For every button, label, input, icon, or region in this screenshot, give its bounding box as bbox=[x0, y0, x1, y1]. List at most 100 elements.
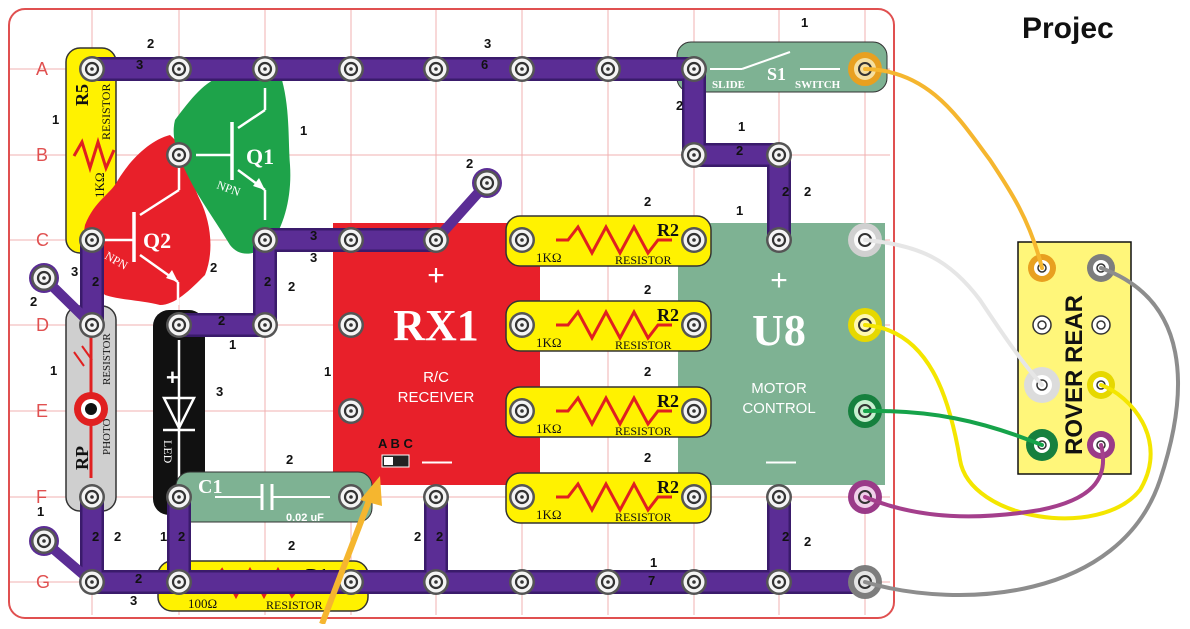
r5-desc: RESISTOR bbox=[99, 84, 113, 140]
s1-id: S1 bbox=[767, 64, 786, 84]
snap-label: 2 bbox=[676, 98, 683, 113]
row-labels: A B C D E F G bbox=[36, 59, 50, 592]
c1-value: 0.02 uF bbox=[286, 512, 324, 524]
r2-resistor-2: R2 1KΩ RESISTOR bbox=[505, 300, 712, 352]
snap-label: 3 bbox=[71, 264, 78, 279]
r2-4-id: R2 bbox=[657, 477, 679, 497]
snap-label: 2 bbox=[264, 274, 271, 289]
purple-wire bbox=[863, 443, 1106, 519]
snap-label: 2 bbox=[804, 534, 811, 549]
snap-label: 3 bbox=[484, 36, 491, 51]
snap-label: 1 bbox=[50, 363, 57, 378]
rx1-line2: RECEIVER bbox=[398, 389, 475, 406]
gray-wire bbox=[863, 266, 1180, 597]
r2-1-value: 1KΩ bbox=[536, 250, 562, 265]
s1-right: SWITCH bbox=[795, 79, 841, 91]
snap-label: 1 bbox=[324, 364, 331, 379]
u8-motor-control: + U8 MOTOR CONTROL — bbox=[678, 223, 885, 485]
snap-label: 2 bbox=[644, 364, 651, 379]
rp-photoresistor: RP PHOTO RESISTOR bbox=[65, 305, 117, 512]
r5-value: 1KΩ bbox=[92, 172, 107, 198]
snap-label: 1 bbox=[37, 504, 44, 519]
r1-value: 100Ω bbox=[188, 596, 217, 611]
base-grid-border bbox=[8, 8, 895, 619]
snap-label: 1 bbox=[52, 112, 59, 127]
white-wire bbox=[863, 238, 1044, 387]
r2-3-id: R2 bbox=[657, 391, 679, 411]
orange-wire bbox=[863, 67, 1044, 270]
snap-label: 1 bbox=[160, 529, 167, 544]
snap-label: 2 bbox=[92, 274, 99, 289]
jumper-wires bbox=[863, 67, 1180, 597]
green-wire bbox=[863, 408, 1044, 447]
row-label-c: C bbox=[36, 230, 49, 250]
u8-line2: CONTROL bbox=[742, 400, 815, 417]
snap-wires-fill bbox=[82, 59, 875, 592]
snap-label: 3 bbox=[310, 250, 317, 265]
row-label-b: B bbox=[36, 145, 48, 165]
snap-label: 1 bbox=[300, 123, 307, 138]
row-label-a: A bbox=[36, 59, 48, 79]
rover-rear-board: ROVER REAR bbox=[1017, 241, 1132, 475]
snap-label: 2 bbox=[644, 450, 651, 465]
u8-id: U8 bbox=[752, 306, 806, 355]
snap-label: 3 bbox=[216, 384, 223, 399]
rx1-receiver: + RX1 R/C RECEIVER A B C — bbox=[333, 223, 540, 485]
rover-label: ROVER REAR bbox=[1061, 295, 1088, 455]
q2-transistor: Q2 NPN bbox=[83, 135, 211, 305]
rx1-minus: — bbox=[422, 444, 452, 477]
r2-1-id: R2 bbox=[657, 220, 679, 240]
rx1-id: RX1 bbox=[393, 301, 479, 350]
u8-plus: + bbox=[770, 264, 788, 297]
u8-line1: MOTOR bbox=[751, 380, 807, 397]
snap-label: 2 bbox=[644, 282, 651, 297]
snap-label: 2 bbox=[286, 452, 293, 467]
d4-desc: LED bbox=[161, 440, 175, 464]
q1-transistor: Q1 NPN bbox=[173, 72, 291, 254]
r2-3-desc: RESISTOR bbox=[615, 424, 671, 438]
snap-label: 1 bbox=[801, 15, 808, 30]
r2-2-value: 1KΩ bbox=[536, 335, 562, 350]
snap-label: 2 bbox=[782, 184, 789, 199]
rx1-selector-label: A B C bbox=[378, 436, 414, 451]
snap-label: 3 bbox=[130, 593, 137, 608]
rp-id: RP bbox=[72, 446, 92, 470]
r2-4-desc: RESISTOR bbox=[615, 510, 671, 524]
snap-label: 1 bbox=[650, 555, 657, 570]
snap-label: 3 bbox=[310, 228, 317, 243]
snap-label: 2 bbox=[218, 313, 225, 328]
project-title: Projec bbox=[1022, 12, 1114, 45]
selector-arrow bbox=[319, 476, 382, 626]
snap-label: 6 bbox=[481, 57, 488, 72]
r2-2-id: R2 bbox=[657, 305, 679, 325]
r2-3-value: 1KΩ bbox=[536, 421, 562, 436]
snap-label: 2 bbox=[92, 529, 99, 544]
r2-resistor-3: R2 1KΩ RESISTOR bbox=[505, 386, 712, 438]
c1-id: C1 bbox=[198, 476, 222, 498]
snap-label: 2 bbox=[436, 529, 443, 544]
snap-label: 2 bbox=[736, 143, 743, 158]
s1-left: SLIDE bbox=[712, 79, 745, 91]
snap-label: 3 bbox=[136, 57, 143, 72]
q2-id: Q2 bbox=[143, 228, 171, 253]
row-label-e: E bbox=[36, 401, 48, 421]
row-label-f: F bbox=[36, 487, 47, 507]
r1-desc: RESISTOR bbox=[266, 598, 322, 612]
rx1-plus: + bbox=[427, 259, 445, 292]
snap-label: 2 bbox=[414, 529, 421, 544]
snap-label: 2 bbox=[288, 279, 295, 294]
row-label-d: D bbox=[36, 315, 49, 335]
rp-line2: RESISTOR bbox=[101, 333, 113, 385]
r5-id: R5 bbox=[72, 84, 92, 106]
s1-slide-switch[interactable]: S1 SLIDE SWITCH bbox=[676, 41, 888, 93]
row-label-g: G bbox=[36, 572, 50, 592]
q1-id: Q1 bbox=[246, 144, 274, 169]
snap-label: 2 bbox=[466, 156, 473, 171]
r2-4-value: 1KΩ bbox=[536, 507, 562, 522]
rp-line1: PHOTO bbox=[101, 418, 113, 455]
snap-label: 2 bbox=[644, 194, 651, 209]
u8-minus: — bbox=[766, 444, 796, 477]
